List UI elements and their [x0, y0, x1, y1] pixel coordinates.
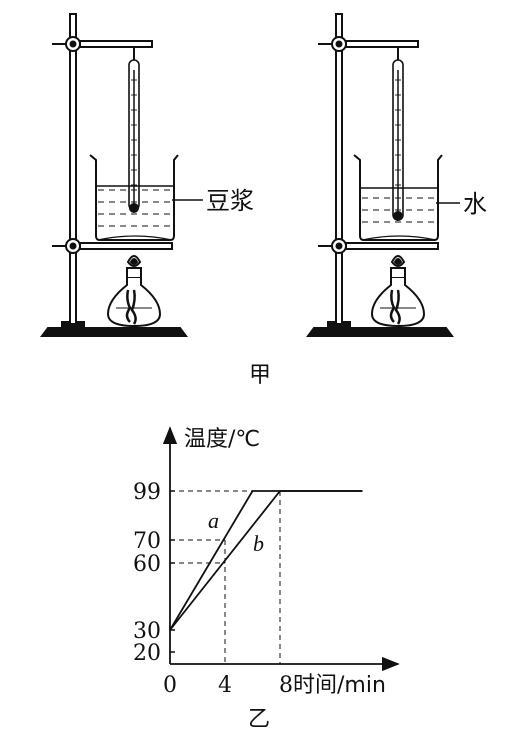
series-line-a — [169, 490, 363, 631]
y-tick-label: 60 — [133, 552, 161, 577]
left-label: 豆浆 — [206, 187, 254, 215]
x-tick-label: 4 — [218, 673, 232, 698]
y-tick-label: 30 — [133, 619, 161, 644]
x-axis-label: 时间/min — [293, 673, 386, 698]
x-tick-label: 0 — [163, 673, 177, 698]
caption-bottom: 乙 — [248, 707, 270, 732]
series-line-b — [169, 490, 363, 631]
series-lines — [169, 490, 363, 631]
series-b-label: b — [253, 531, 264, 556]
right-label: 水 — [463, 190, 487, 218]
y-tick-label: 20 — [133, 641, 161, 666]
dashed-guides — [170, 490, 281, 664]
apparatus-left — [40, 13, 188, 337]
caption-top: 甲 — [249, 363, 271, 388]
y-tick-label: 99 — [133, 480, 161, 505]
x-tick-label: 8 — [279, 673, 293, 698]
y-axis-label: 温度/℃ — [184, 427, 260, 452]
y-tick-label: 70 — [133, 529, 161, 554]
series-a-label: a — [208, 508, 219, 533]
apparatus-right — [306, 13, 454, 337]
